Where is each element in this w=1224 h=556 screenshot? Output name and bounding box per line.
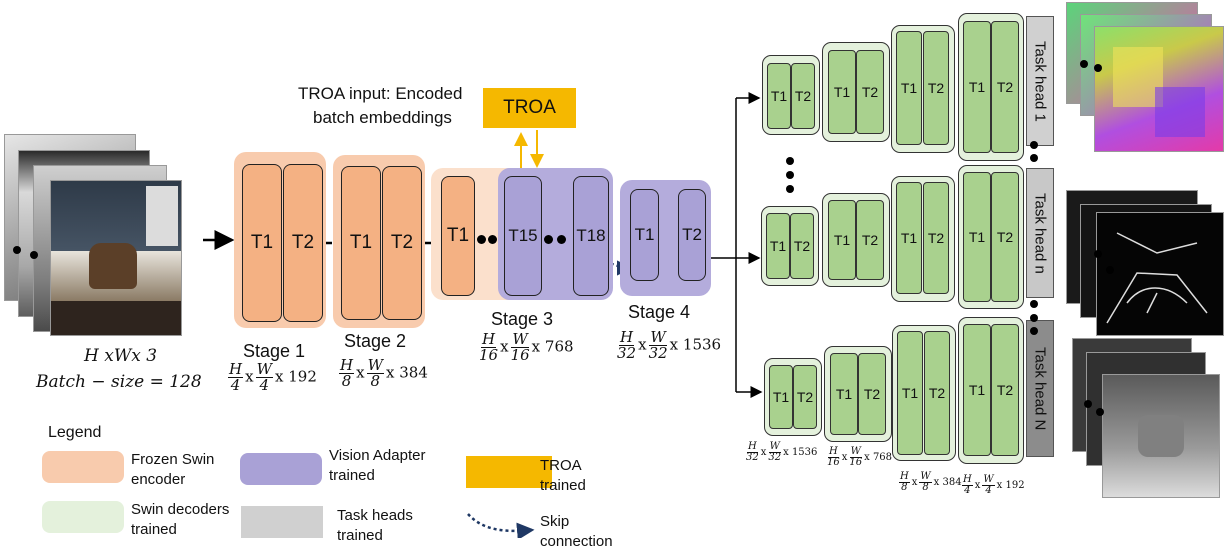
ellipsis-dot — [1030, 154, 1038, 162]
legend-swatch-taskhead — [241, 506, 323, 538]
decoder-block-t2: T2 — [991, 172, 1019, 302]
task-head-N: Task head N — [1026, 320, 1054, 457]
decoder-block-t1: T1 — [897, 331, 923, 455]
decoder-block-t1: T1 — [830, 353, 858, 435]
ellipsis-dot — [1030, 314, 1038, 322]
stage-3-label: Stage 3 — [491, 309, 554, 329]
input-room-photo — [50, 180, 182, 336]
output-depth-map — [1102, 374, 1220, 498]
legend-title: Legend — [48, 424, 102, 441]
output-edges-map — [1096, 212, 1224, 336]
ellipsis-dot — [1030, 327, 1038, 335]
stage-2-label: Stage 2 — [344, 331, 407, 351]
troa-box: TROA — [483, 88, 576, 128]
decoder-block-t1: T1 — [769, 365, 793, 429]
legend-swatch-frozen — [42, 451, 124, 483]
troa-caption-line2: batch embeddings — [313, 108, 452, 127]
stage-2-block-t2: T2 — [382, 166, 422, 320]
stage-3-block-t18: T18 — [573, 176, 609, 296]
stage-1-block-t1: T1 — [242, 164, 282, 322]
legend-swatch-decoder — [42, 501, 124, 533]
output-normals-map — [1094, 26, 1224, 152]
decoder-block-t1: T1 — [963, 324, 991, 456]
decoder-block-t1: T1 — [963, 21, 991, 153]
ellipsis-dot — [786, 157, 794, 165]
decoder-block-t1: T1 — [896, 182, 922, 294]
stage-3-block-t15: T15 — [504, 176, 542, 296]
decoder-block-t2: T2 — [991, 21, 1019, 153]
decoder-block-t1: T1 — [896, 31, 922, 145]
ellipsis-dot — [786, 171, 794, 179]
ellipsis-dot — [1030, 300, 1038, 308]
stage-1-block-t2: T2 — [283, 164, 323, 322]
task-head-n: Task head n — [1026, 168, 1054, 298]
legend-swatch-adapter — [240, 453, 322, 485]
decoder-block-t2: T2 — [793, 365, 817, 429]
decoder-block-t1: T1 — [767, 63, 791, 129]
decoder-block-t2: T2 — [991, 324, 1019, 456]
task-head-1: Task head 1 — [1026, 16, 1054, 146]
batch-size-label: Batch − size = 128 — [36, 372, 202, 392]
decoder-block-t2: T2 — [790, 213, 814, 279]
stage-1-label: Stage 1 — [243, 341, 306, 361]
decoder-block-t1: T1 — [963, 172, 991, 302]
decoder-block-t2: T2 — [924, 331, 950, 455]
stage-4-block-t2: T2 — [678, 189, 706, 281]
input-dims-label: H xWx 3 — [84, 346, 158, 366]
decoder-block-t2: T2 — [923, 182, 949, 294]
legend-swatch-troa — [466, 456, 552, 488]
decoder-block-t1: T1 — [828, 50, 856, 134]
legend-skip-arrow — [467, 513, 535, 538]
troa-caption-line1: TROA input: Encoded — [298, 84, 463, 103]
stage-4-label: Stage 4 — [628, 302, 691, 322]
decoder-block-t2: T2 — [858, 353, 886, 435]
decoder-block-t2: T2 — [856, 200, 884, 280]
ellipsis-dot — [1030, 141, 1038, 149]
decoder-block-t2: T2 — [791, 63, 815, 129]
decoder-block-t1: T1 — [766, 213, 790, 279]
decoder-block-t2: T2 — [856, 50, 884, 134]
stage-4-block-t1: T1 — [630, 189, 659, 281]
stage-3-block-t1: T1 — [441, 176, 475, 296]
ellipsis-dot — [786, 185, 794, 193]
decoder-block-t1: T1 — [828, 200, 856, 280]
stage-2-block-t1: T1 — [341, 166, 381, 320]
decoder-block-t2: T2 — [923, 31, 949, 145]
